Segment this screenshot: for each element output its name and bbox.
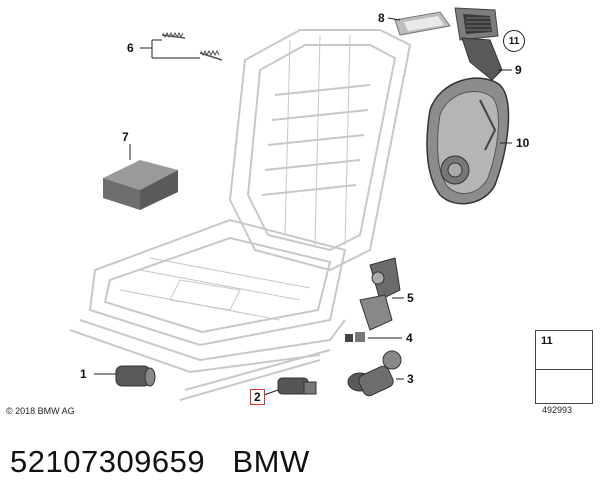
leader-2 [263,389,279,396]
part-number-caption: 52107309659 BMW [10,444,310,480]
callout-4: 4 [406,331,413,345]
cushion-frame [69,218,347,401]
callout-6: 6 [127,41,134,55]
motor-part-5 [359,257,401,331]
legend-number: 11 [541,335,553,347]
copyright-text: © 2018 BMW AG [6,406,75,416]
legend-divider [536,369,592,370]
grille-part-11 [454,7,499,41]
backrest-frame [228,29,412,272]
callout-7: 7 [122,130,129,144]
brand-name: BMW [232,444,310,479]
clip-part-4 [345,332,365,342]
rear-panel-part-10 [426,77,510,205]
callout-10: 10 [516,136,530,150]
callout-8: 8 [378,11,385,25]
seat-exploded-view [69,7,592,401]
motor-part-3 [347,350,402,397]
part-number: 52107309659 [10,444,206,479]
motor-part-2 [277,377,317,395]
callout-2: 2 [250,389,265,405]
duct-part-9 [461,37,503,81]
callout-3: 3 [407,372,414,386]
pad-part-7 [103,160,178,210]
callout-1: 1 [80,367,87,381]
leader-8 [387,17,401,21]
leader-6 [140,39,200,59]
springs-part-6 [161,31,223,61]
callout-11: 11 [503,30,525,52]
callout-5: 5 [407,291,414,305]
legend-box: 11 [535,330,593,404]
image-id: 492993 [542,405,573,415]
vent-part-8 [394,11,451,36]
motor-part-1 [115,365,156,387]
callout-9: 9 [515,63,522,77]
